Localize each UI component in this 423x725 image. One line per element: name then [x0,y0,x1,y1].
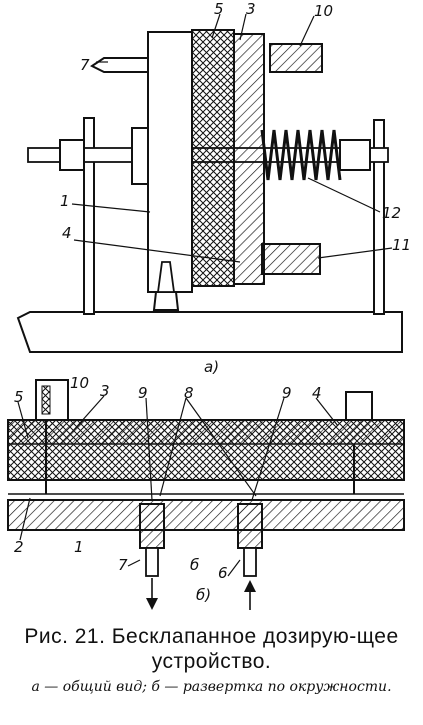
part-b-label-10: 10 [70,374,89,392]
part-b-sublabel: б) [196,586,211,604]
part-a-sublabel: а) [204,358,219,376]
lower-plate [7,499,405,531]
nozzle-11 [261,243,321,275]
part-a-label-1: 1 [60,192,70,210]
inlet-fitting-7 [90,57,149,73]
nozzle-10-block [35,379,69,421]
right-upright [373,119,385,315]
part-b-label-4: 4 [312,384,322,402]
fitting-7 [139,503,165,549]
part-b-label-7: 7 [118,556,128,574]
part-a-label-5: 5 [214,0,224,18]
rotor-body [147,31,193,293]
component-4 [345,391,373,421]
bottom-fitting [152,291,180,311]
spring-12 [260,129,342,181]
part-b-label-1: 1 [74,538,84,556]
part-b-label-2: 2 [14,538,24,556]
part-a-label-4: 4 [62,224,72,242]
part-a-general-view: 5 3 10 7 1 4 12 11 а) [16,0,411,376]
part-b-label-6: 6 [218,564,228,582]
part-b-label-b: б [190,556,199,574]
part-b-development: 10 5 3 9 8 9 4 2 1 7 б 6 б) [7,374,405,610]
figure-caption-title: Рис. 21. Бесклапанное дозирую-щее устрой… [24,625,399,673]
part-b-label-5: 5 [14,388,24,406]
left-upright [83,117,95,315]
part-a-label-12: 12 [382,204,401,222]
nozzle-10 [269,43,323,73]
part-a-label-7: 7 [80,56,90,74]
part-a-label-11: 11 [392,236,411,254]
part-b-label-9-right: 9 [282,384,292,402]
part-a-label-3: 3 [246,0,256,18]
distribution-disk [191,29,235,287]
part-b-label-9-left: 9 [138,384,148,402]
technical-figure: 5 3 10 7 1 4 12 11 а) [7,0,411,610]
base-plate [16,311,403,353]
figure-caption-subtitle: а — общий вид; б — развертка по окружнос… [31,679,392,695]
part-a-label-10: 10 [314,2,333,20]
fitting-6 [237,503,263,549]
part-b-label-8: 8 [184,384,194,402]
part-b-label-3: 3 [100,382,110,400]
